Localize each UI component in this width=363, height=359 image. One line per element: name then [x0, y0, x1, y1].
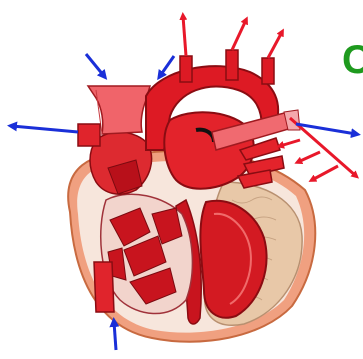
inferior-vena-cava — [94, 262, 114, 312]
caption-letter: C — [342, 40, 363, 80]
